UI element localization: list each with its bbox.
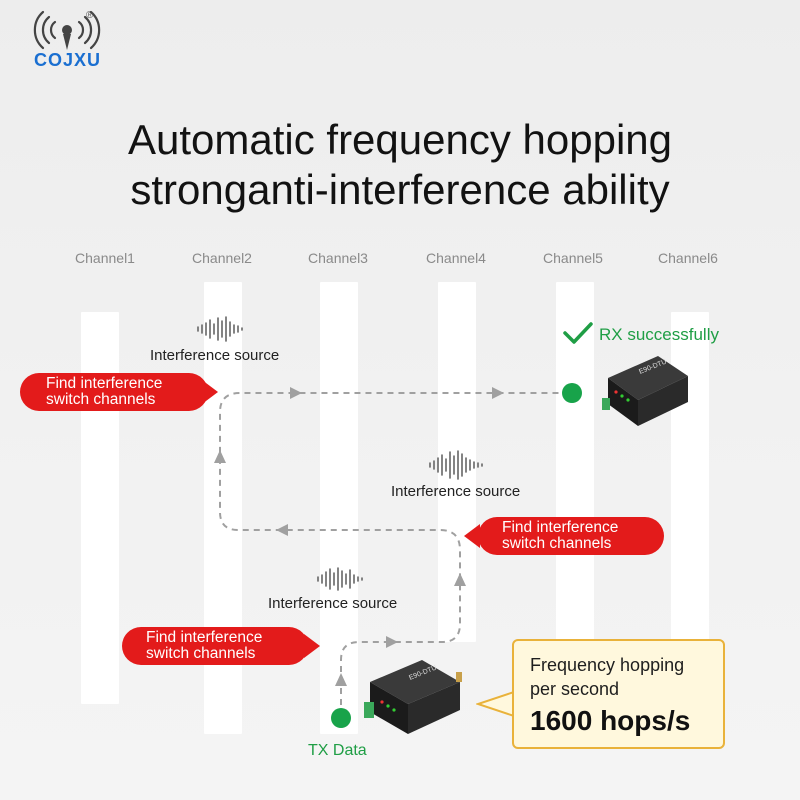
sound-wave-icon <box>317 567 363 591</box>
callout-line2: switch channels <box>46 391 156 408</box>
callout-line1: Find interference <box>502 519 619 536</box>
page-title-line2: stronganti-interference ability <box>130 166 670 213</box>
channel-label-5: Channel5 <box>543 250 603 266</box>
callout-pointer <box>202 380 218 404</box>
tx-endpoint-dot <box>331 708 351 728</box>
callout-switch-channels-3: Find interference switch channels <box>122 627 308 665</box>
arrow-right-icon <box>492 387 504 399</box>
rx-endpoint-dot <box>562 383 582 403</box>
page-title-line1: Automatic frequency hopping <box>127 116 672 163</box>
arrow-up-icon <box>214 450 226 463</box>
channel-label-6: Channel6 <box>658 250 718 266</box>
callout-line2: switch channels <box>502 535 612 552</box>
channel-label-3: Channel3 <box>308 250 368 266</box>
tx-data-label: TX Data <box>308 742 367 759</box>
callout-pointer <box>464 524 480 548</box>
channel-column-6 <box>671 312 709 642</box>
info-box-pointer <box>476 690 516 718</box>
interference-source-label-1: Interference source <box>150 347 280 364</box>
arrow-right-icon <box>290 387 302 399</box>
arrow-up-icon <box>454 573 466 586</box>
wifi-signal-icon <box>33 10 101 50</box>
channel-column-3 <box>320 282 358 734</box>
sound-wave-icon <box>197 316 243 342</box>
channel-label-1: Channel1 <box>75 250 135 266</box>
hopping-rate-line1: Frequency hopping <box>530 655 685 675</box>
channel-label-2: Channel2 <box>192 250 252 266</box>
callout-line1: Find interference <box>46 375 163 392</box>
checkmark-icon <box>563 322 593 344</box>
hopping-rate-value: 1600 hops/s <box>530 705 691 736</box>
arrow-left-icon <box>276 524 288 536</box>
channel-label-4: Channel4 <box>426 250 486 266</box>
arrow-up-icon <box>335 673 347 686</box>
device-icon: E90-DTU <box>602 356 688 426</box>
brand-name: COJXU <box>33 50 101 70</box>
hopping-rate-box: Frequency hopping per second 1600 hops/s <box>512 639 725 749</box>
sound-wave-icon <box>429 450 483 480</box>
arrow-right-icon <box>386 636 398 648</box>
callout-pointer <box>304 634 320 658</box>
registered-mark: ® <box>86 10 94 21</box>
interference-source-label-3: Interference source <box>268 595 398 612</box>
rx-success-label: RX successfully <box>599 325 719 344</box>
hopping-rate-line2: per second <box>530 679 620 699</box>
callout-line1: Find interference <box>146 629 263 646</box>
brand-logo: ® COJXU <box>20 10 120 80</box>
interference-source-label-2: Interference source <box>391 483 521 500</box>
callout-switch-channels-1: Find interference switch channels <box>20 373 208 411</box>
callout-line2: switch channels <box>146 645 256 662</box>
device-icon: E90-DTU <box>364 660 462 734</box>
callout-switch-channels-2: Find interference switch channels <box>478 517 664 555</box>
